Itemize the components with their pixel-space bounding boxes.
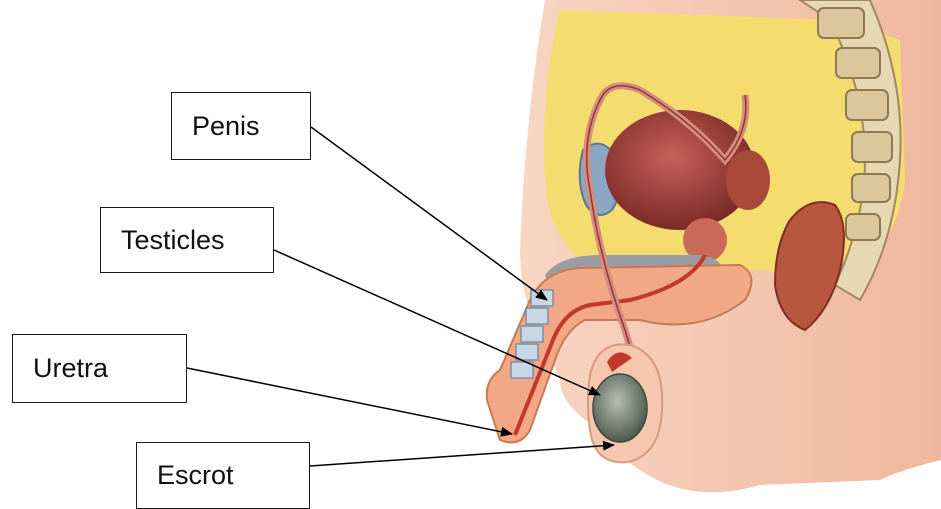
- label-penis-text: Penis: [192, 111, 260, 142]
- leader-line-uretra: [187, 368, 512, 434]
- leader-line-penis: [311, 127, 547, 300]
- label-testicles-text: Testicles: [121, 225, 225, 256]
- label-escrot: Escrot: [136, 442, 310, 509]
- label-testicles: Testicles: [100, 207, 274, 273]
- label-uretra-text: Uretra: [33, 353, 108, 384]
- leader-line-escrot: [310, 445, 614, 466]
- seminal-vesicle: [726, 150, 770, 210]
- testis: [593, 374, 647, 442]
- label-escrot-text: Escrot: [157, 460, 234, 491]
- label-penis: Penis: [171, 92, 311, 160]
- label-uretra: Uretra: [12, 334, 187, 403]
